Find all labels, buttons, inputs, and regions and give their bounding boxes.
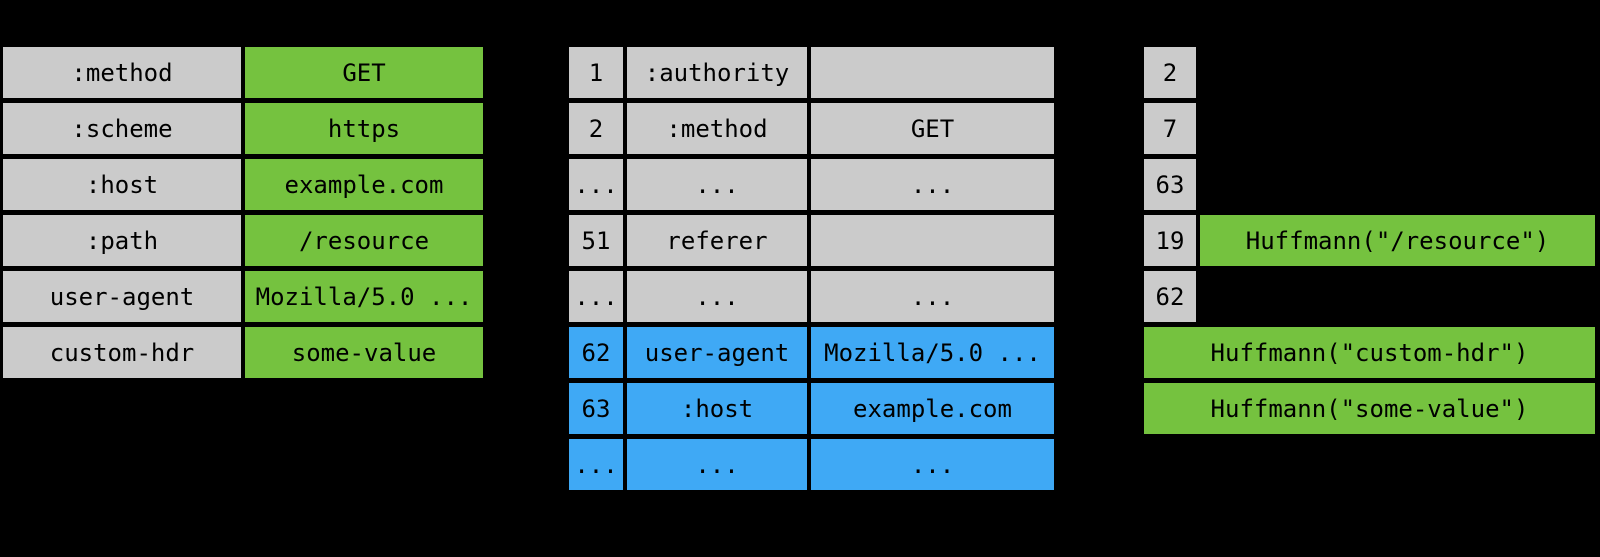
encoded-row: 2: [1144, 47, 1595, 98]
huffmann-literal-cell: Huffmann("custom-hdr"): [1144, 327, 1595, 378]
index-cell: 2: [569, 103, 623, 154]
encoded-index-cell: 62: [1144, 271, 1196, 322]
index-table-row-new-entry: 62 user-agent Mozilla/5.0 ...: [569, 327, 1054, 378]
index-cell: 1: [569, 47, 623, 98]
header-row: :path /resource: [3, 215, 483, 266]
encoded-row: 63: [1144, 159, 1595, 210]
encoded-row: Huffmann("some-value"): [1144, 383, 1595, 434]
index-table-row-new-entry: ... ... ...: [569, 439, 1054, 490]
index-table-row: 2 :method GET: [569, 103, 1054, 154]
header-value-cell: https: [245, 103, 483, 154]
header-name-cell: :path: [3, 215, 241, 266]
encoded-index-cell: 19: [1144, 215, 1196, 266]
header-value-cell: /resource: [245, 215, 483, 266]
value-cell: Mozilla/5.0 ...: [811, 327, 1054, 378]
name-cell: :method: [627, 103, 807, 154]
header-name-cell: custom-hdr: [3, 327, 241, 378]
huffmann-literal-cell: Huffmann("some-value"): [1144, 383, 1595, 434]
index-cell: 62: [569, 327, 623, 378]
value-cell: [811, 47, 1054, 98]
header-row: :method GET: [3, 47, 483, 98]
value-cell: GET: [811, 103, 1054, 154]
header-name-cell: :scheme: [3, 103, 241, 154]
value-cell: example.com: [811, 383, 1054, 434]
encoded-index-cell: 2: [1144, 47, 1196, 98]
header-name-cell: :host: [3, 159, 241, 210]
index-cell: ...: [569, 439, 623, 490]
value-cell: ...: [811, 271, 1054, 322]
name-cell: user-agent: [627, 327, 807, 378]
huffmann-literal-cell: Huffmann("/resource"): [1200, 215, 1595, 266]
value-cell: ...: [811, 159, 1054, 210]
encoded-row: Huffmann("custom-hdr"): [1144, 327, 1595, 378]
name-cell: :host: [627, 383, 807, 434]
index-table-row: ... ... ...: [569, 271, 1054, 322]
header-row: custom-hdr some-value: [3, 327, 483, 378]
header-value-cell: some-value: [245, 327, 483, 378]
header-row: :scheme https: [3, 103, 483, 154]
index-table-row-new-entry: 63 :host example.com: [569, 383, 1054, 434]
header-value-cell: GET: [245, 47, 483, 98]
name-cell: ...: [627, 439, 807, 490]
request-headers-table: :method GET :scheme https :host example.…: [3, 47, 483, 378]
hpack-index-table: 1 :authority 2 :method GET ... ... ... 5…: [569, 47, 1054, 490]
encoded-row: 7: [1144, 103, 1595, 154]
index-cell: 63: [569, 383, 623, 434]
header-name-cell: user-agent: [3, 271, 241, 322]
name-cell: ...: [627, 271, 807, 322]
index-cell: ...: [569, 271, 623, 322]
encoded-index-cell: 7: [1144, 103, 1196, 154]
value-cell: ...: [811, 439, 1054, 490]
index-table-row: ... ... ...: [569, 159, 1054, 210]
encoded-row: 19 Huffmann("/resource"): [1144, 215, 1595, 266]
encoded-index-cell: 63: [1144, 159, 1196, 210]
header-value-cell: Mozilla/5.0 ...: [245, 271, 483, 322]
value-cell: [811, 215, 1054, 266]
index-table-row: 51 referer: [569, 215, 1054, 266]
name-cell: ...: [627, 159, 807, 210]
index-cell: 51: [569, 215, 623, 266]
header-row: :host example.com: [3, 159, 483, 210]
encoded-output-column: 2 7 63 19 Huffmann("/resource") 62 Huffm…: [1144, 47, 1595, 434]
name-cell: :authority: [627, 47, 807, 98]
index-table-row: 1 :authority: [569, 47, 1054, 98]
header-name-cell: :method: [3, 47, 241, 98]
encoded-row: 62: [1144, 271, 1595, 322]
header-row: user-agent Mozilla/5.0 ...: [3, 271, 483, 322]
name-cell: referer: [627, 215, 807, 266]
header-value-cell: example.com: [245, 159, 483, 210]
index-cell: ...: [569, 159, 623, 210]
